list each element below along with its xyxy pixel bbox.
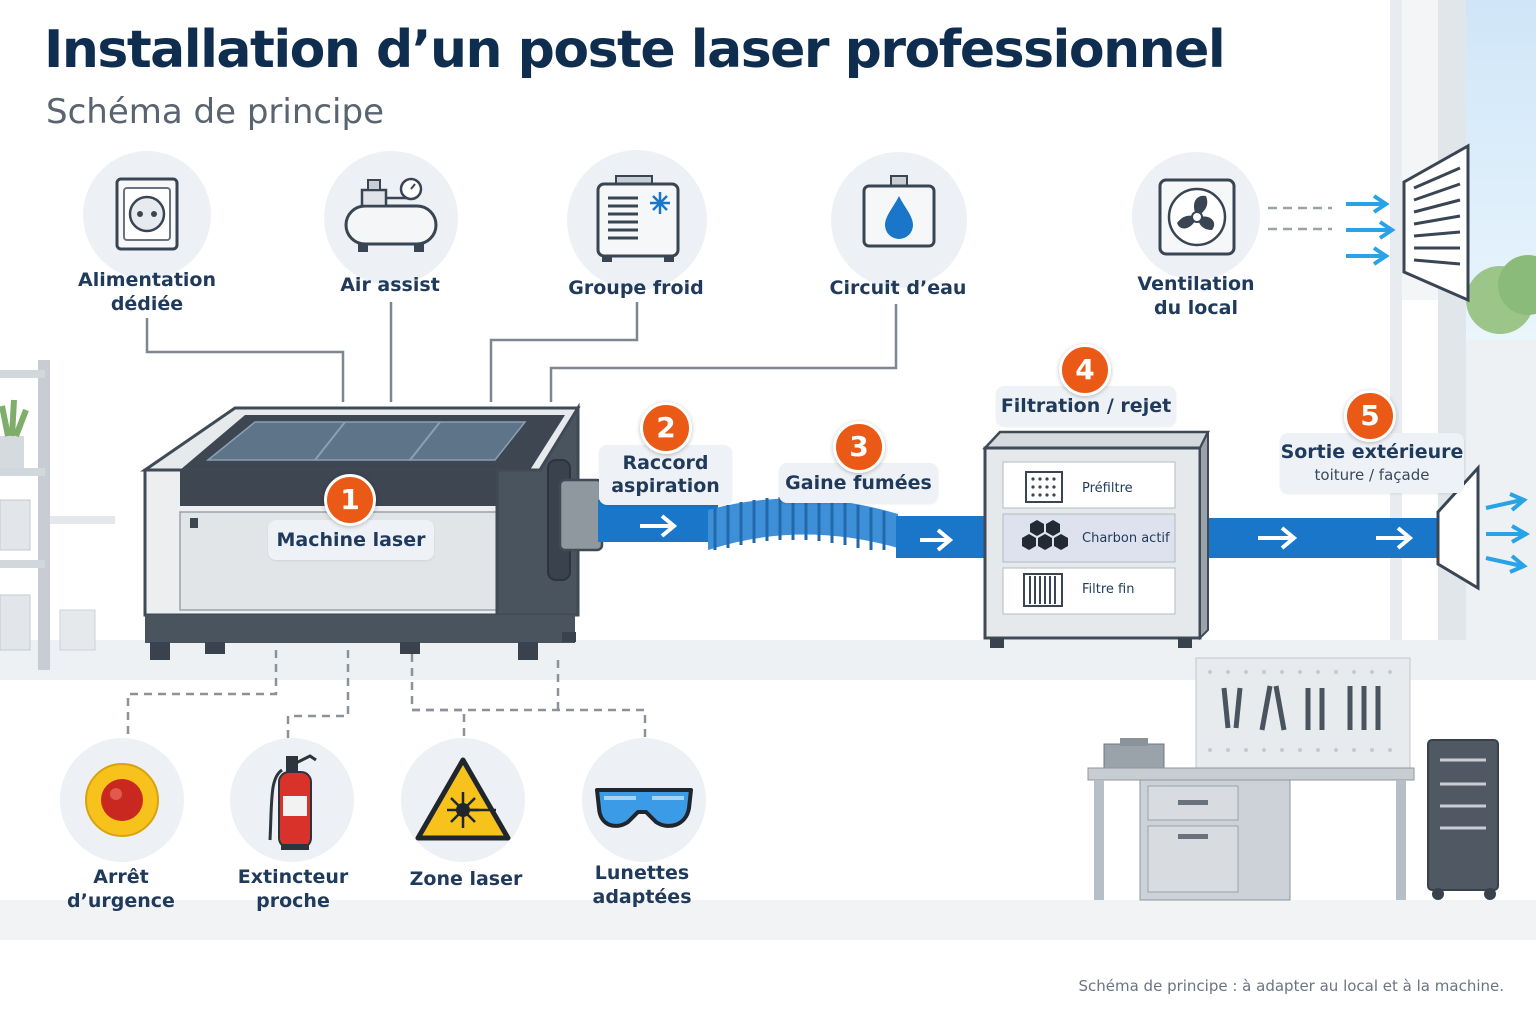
wall-vent-icon	[1268, 143, 1470, 303]
safety-connector-lines	[126, 640, 647, 740]
filter-stage-filtre-fin: Filtre fin	[1082, 582, 1135, 597]
laser-warning-icon	[415, 757, 511, 841]
fan-icon	[1158, 178, 1236, 256]
label-zone-laser: Zone laser	[409, 868, 523, 890]
air-compressor-icon	[344, 177, 438, 252]
left-shelf-illustration	[0, 360, 115, 670]
emergency-stop-icon	[85, 763, 159, 837]
exhaust-duct-illustration	[558, 464, 1531, 591]
activated-carbon-icon	[1022, 520, 1068, 550]
fine-filter-icon	[1023, 573, 1063, 607]
chiller-icon	[596, 175, 680, 262]
label-groupe-froid: Groupe froid	[568, 277, 704, 299]
step-4-badge: 4	[1059, 344, 1111, 396]
safety-glasses-icon	[595, 788, 693, 828]
step-4-label: Filtration / rejet	[996, 386, 1176, 426]
step-5-badge: 5	[1344, 390, 1396, 442]
step-1-badge: 1	[324, 474, 376, 526]
power-outlet-icon	[115, 177, 179, 251]
step-2-badge: 2	[640, 402, 692, 454]
prefilter-icon	[1025, 471, 1063, 503]
step-3-badge: 3	[833, 421, 885, 473]
footer-note: Schéma de principe : à adapter au local …	[1078, 977, 1504, 995]
step-1-label: Machine laser	[268, 520, 434, 560]
label-air-assist: Air assist	[340, 274, 440, 296]
filter-stage-prefiltre: Préfiltre	[1082, 481, 1133, 496]
step-5-sublabel: toiture / façade	[1314, 466, 1430, 484]
utility-connector-lines	[145, 302, 898, 402]
page-title: Installation d’un poste laser profession…	[44, 20, 1226, 80]
label-circuit-eau: Circuit d’eau	[829, 277, 967, 299]
water-drop-icon	[862, 175, 936, 248]
filter-stage-charbon-actif: Charbon actif	[1082, 531, 1170, 546]
workbench-illustration	[1087, 657, 1499, 901]
page-subtitle: Schéma de principe	[46, 92, 385, 132]
fire-extinguisher-icon	[268, 754, 317, 850]
step-5-label: Sortie extérieure toiture / façade	[1280, 433, 1464, 493]
filtration-unit-illustration	[982, 430, 1211, 648]
